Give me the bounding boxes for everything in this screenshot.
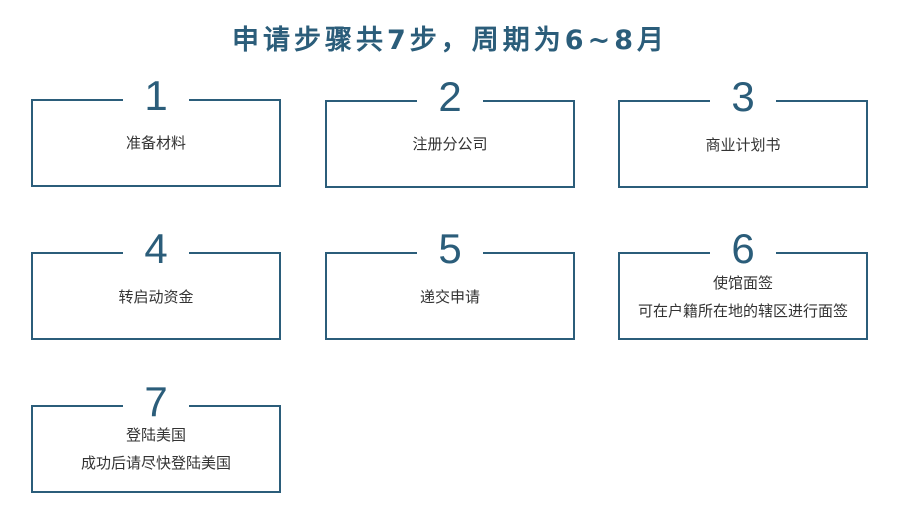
step-note: 成功后请尽快登陆美国 [80, 454, 231, 472]
step-card-6: 6 使馆面签 可在户籍所在地的辖区进行面签 [618, 227, 868, 340]
step-card-4: 4 转启动资金 [31, 227, 281, 340]
step-label: 注册分公司 [412, 135, 488, 153]
step-label: 商业计划书 [705, 136, 781, 154]
step-number: 7 [123, 380, 189, 424]
step-body: 商业计划书 [620, 104, 866, 186]
step-body: 准备材料 [33, 101, 279, 185]
step-label: 登陆美国 [125, 426, 186, 444]
step-number: 6 [710, 227, 776, 271]
step-label: 使馆面签 [712, 274, 773, 292]
step-card-5: 5 递交申请 [325, 227, 575, 340]
step-body: 注册分公司 [327, 102, 573, 186]
step-body: 登陆美国 成功后请尽快登陆美国 [33, 407, 279, 491]
step-number: 5 [417, 227, 483, 271]
step-label: 转启动资金 [118, 288, 194, 306]
step-card-1: 1 准备材料 [31, 74, 281, 187]
step-card-2: 2 注册分公司 [325, 75, 575, 188]
step-label: 准备材料 [125, 134, 186, 152]
step-card-3: 3 商业计划书 [618, 75, 868, 188]
step-number: 4 [123, 227, 189, 271]
step-card-7: 7 登陆美国 成功后请尽快登陆美国 [31, 380, 281, 493]
step-body: 使馆面签 可在户籍所在地的辖区进行面签 [620, 256, 866, 338]
step-number: 1 [123, 74, 189, 118]
step-body: 递交申请 [327, 256, 573, 338]
step-label: 递交申请 [419, 288, 480, 306]
step-note: 可在户籍所在地的辖区进行面签 [637, 302, 848, 320]
page-title: 申请步骤共7步，周期为6~8月 [232, 25, 668, 56]
step-number: 2 [417, 75, 483, 119]
step-number: 3 [710, 75, 776, 119]
step-body: 转启动资金 [33, 256, 279, 338]
